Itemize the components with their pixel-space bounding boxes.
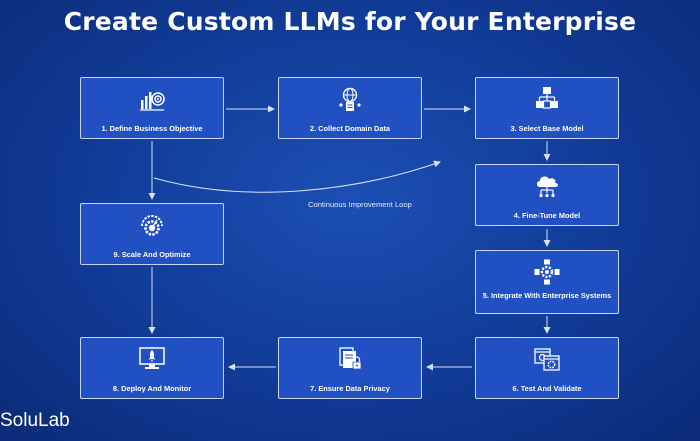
brand-logo: SoluLab bbox=[0, 410, 70, 431]
loop-arrow bbox=[153, 160, 441, 193]
step-label: 9. Scale And Optimize bbox=[113, 250, 191, 259]
chart-target-icon bbox=[140, 92, 165, 111]
page-title: Create Custom LLMs for Your Enterprise bbox=[63, 7, 637, 36]
secure-document-icon bbox=[339, 347, 362, 370]
step-card-collect-data: 2. Collect Domain Data bbox=[278, 77, 422, 139]
step-card-fine-tune: 4. Fine-Tune Model bbox=[475, 164, 619, 226]
step-card-scale-optimize: 9. Scale And Optimize bbox=[80, 203, 224, 265]
loop-label: Continuous Improvement Loop bbox=[308, 200, 412, 209]
monitor-rocket-icon bbox=[139, 347, 165, 369]
cloud-network-icon bbox=[537, 176, 558, 198]
step-card-test-validate: 6. Test And Validate bbox=[475, 337, 619, 399]
model-cubes-icon bbox=[536, 87, 558, 109]
step-card-define-objective: 1. Define Business Objective bbox=[80, 77, 224, 139]
step-card-integrate: 5. Integrate With Enterprise Systems bbox=[475, 250, 619, 314]
step-label: 8. Deploy And Monitor bbox=[112, 384, 192, 393]
step-card-data-privacy: 7. Ensure Data Privacy bbox=[278, 337, 422, 399]
step-card-deploy-monitor: 8. Deploy And Monitor bbox=[80, 337, 224, 399]
gear-network-icon bbox=[534, 259, 560, 285]
test-windows-icon bbox=[534, 348, 560, 371]
step-label: 4. Fine-Tune Model bbox=[513, 211, 581, 220]
globe-document-icon bbox=[339, 87, 361, 111]
step-label: 2. Collect Domain Data bbox=[309, 124, 391, 133]
step-label: 5. Integrate With Enterprise Systems bbox=[482, 291, 612, 300]
step-label: 6. Test And Validate bbox=[512, 384, 582, 393]
speedometer-gear-icon bbox=[141, 215, 163, 236]
step-card-select-model: 3. Select Base Model bbox=[475, 77, 619, 139]
step-label: 1. Define Business Objective bbox=[101, 124, 203, 133]
step-label: 3. Select Base Model bbox=[510, 124, 584, 133]
step-label: 7. Ensure Data Privacy bbox=[310, 384, 390, 393]
